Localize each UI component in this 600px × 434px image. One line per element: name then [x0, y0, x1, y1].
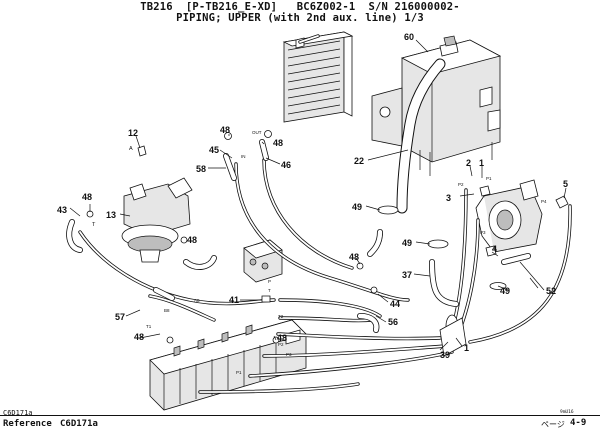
page-label: ページ	[541, 420, 565, 429]
callout-58: 58	[196, 164, 206, 174]
callout-12: 12	[128, 128, 138, 138]
port-p1-low: P1	[236, 370, 242, 375]
port-a: A	[129, 146, 133, 152]
port-p1: P1	[486, 176, 492, 181]
callout-5: 5	[563, 179, 568, 189]
port-p3-low: P3	[286, 352, 292, 357]
selector-valve	[243, 239, 283, 283]
callout-1-top: 1	[479, 158, 484, 168]
reference-code: C6D171a	[60, 419, 98, 429]
header-title: PIPING; UPPER (with 2nd aux. line) 1/3	[176, 12, 424, 24]
fittings	[86, 130, 569, 357]
port-p2: P2	[458, 182, 464, 187]
header-model-line: TB216 [P-TB216_E-XD] BC6Z002-1 S/N 21600…	[140, 1, 460, 13]
callout-1-bottom: 1	[464, 343, 469, 353]
footer-rule	[0, 415, 600, 416]
callout-37: 37	[402, 270, 412, 280]
callout-60: 60	[404, 32, 414, 42]
callout-2: 2	[466, 158, 471, 168]
callout-56: 56	[388, 317, 398, 327]
page-number: 4-9	[570, 418, 587, 428]
hydraulic-lines	[78, 158, 572, 394]
port-out: OUT	[252, 130, 262, 135]
reference-code-small: C6D171a	[3, 409, 33, 417]
port-t-mid: T	[268, 288, 271, 293]
callout-numbers: 60 12 48 45 58 48 46 22 2 1 3 5 48 43 13…	[57, 32, 568, 360]
callout-46: 46	[281, 160, 291, 170]
callout-48-b: 48	[273, 138, 283, 148]
port-t1: T1	[146, 324, 152, 329]
callout-45: 45	[209, 145, 219, 155]
hydraulic-pump	[475, 179, 543, 253]
corner-mark: 9mU16	[560, 410, 574, 415]
callout-41: 41	[229, 295, 239, 305]
callout-48-a: 48	[220, 125, 230, 135]
callout-49-c: 49	[500, 286, 510, 296]
port-p3: P3	[480, 230, 486, 235]
oil-cooler	[282, 31, 354, 123]
callout-49-a: 49	[352, 202, 362, 212]
suction-hose	[396, 58, 446, 214]
callout-57: 57	[115, 312, 125, 322]
callout-52: 52	[546, 286, 556, 296]
short-hoses	[66, 139, 531, 333]
callout-4: 4	[492, 244, 497, 254]
callout-49-b: 49	[402, 238, 412, 248]
port-p2-low: P2	[278, 342, 284, 347]
callout-48-c: 48	[82, 192, 92, 202]
port-letters: A T OUT IN P2 P1 P4 P3 T P A8 B8 T1 T2 P…	[92, 130, 547, 375]
callout-39: 39	[440, 350, 450, 360]
callout-48-d: 48	[187, 235, 197, 245]
hydraulic-tank	[371, 35, 502, 176]
callout-43: 43	[57, 205, 67, 215]
control-valve	[149, 319, 307, 411]
port-a8: A8	[194, 298, 200, 303]
port-t-left: T	[92, 222, 96, 228]
port-in: IN	[241, 154, 246, 159]
port-t2: T2	[278, 314, 284, 319]
port-p4: P4	[541, 199, 547, 204]
callout-48-e: 48	[349, 252, 359, 262]
callout-44: 44	[390, 299, 400, 309]
reference-label: Reference	[3, 419, 52, 429]
callout-13: 13	[106, 210, 116, 220]
leader-lines	[69, 39, 567, 351]
callout-48-f: 48	[134, 332, 144, 342]
swing-motor	[121, 177, 193, 263]
callout-22: 22	[354, 156, 364, 166]
port-p-mid: P	[268, 279, 271, 284]
port-b8: B8	[164, 308, 170, 313]
callout-3: 3	[446, 193, 451, 203]
callout-48-g: 48	[277, 333, 287, 343]
